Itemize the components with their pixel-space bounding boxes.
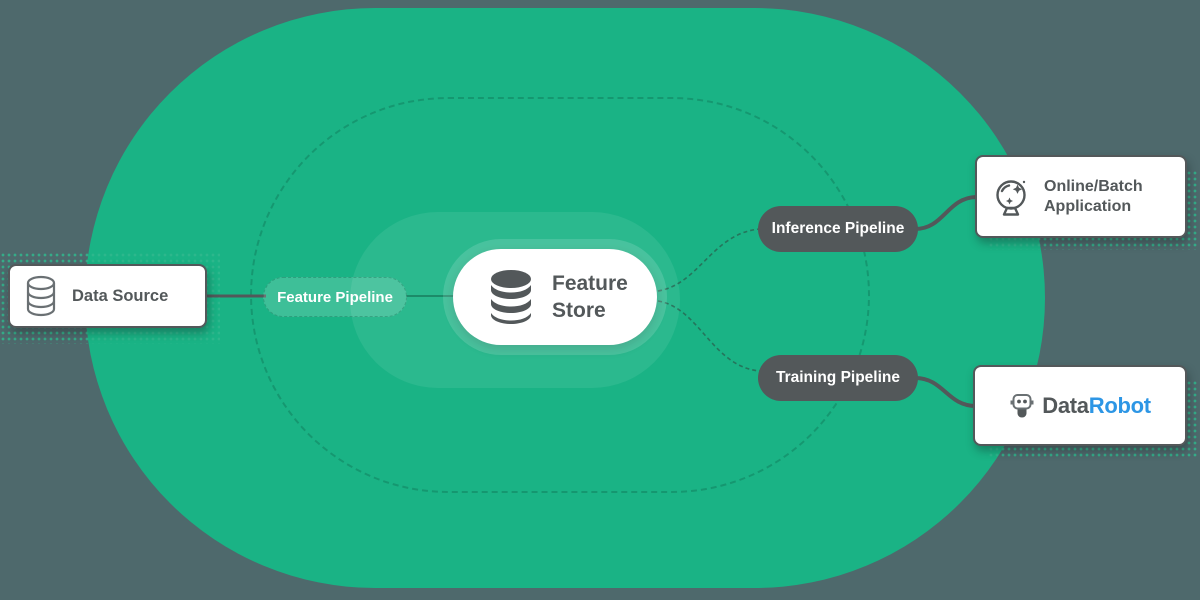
node-online-batch-application: Online/Batch Application — [975, 155, 1187, 238]
datarobot-logo-text: DataRobot — [1042, 393, 1151, 419]
datarobot-logo-robot: Robot — [1088, 392, 1151, 418]
data-source-label: Data Source — [72, 286, 169, 305]
online-batch-application-label: Online/Batch Application — [1044, 177, 1143, 215]
edge-training-datarobot — [913, 376, 978, 408]
inference-pipeline-label: Inference Pipeline — [771, 220, 905, 237]
database-icon — [491, 270, 531, 324]
edge-featurestore-inference — [657, 228, 761, 292]
node-training-pipeline: Training Pipeline — [758, 355, 918, 401]
node-feature-store: Feature Store — [453, 249, 657, 345]
training-pipeline-label: Training Pipeline — [775, 369, 901, 386]
node-feature-pipeline: Feature Pipeline — [263, 277, 407, 317]
database-outline-icon — [26, 275, 56, 317]
edge-featurestore-training — [657, 300, 761, 372]
crystal-ball-icon — [996, 179, 1026, 216]
feature-pipeline-label: Feature Pipeline — [277, 288, 393, 306]
edge-inference-onlinebatch — [913, 195, 978, 231]
datarobot-logo-data: Data — [1042, 392, 1089, 418]
node-inference-pipeline: Inference Pipeline — [758, 206, 918, 252]
node-data-source: Data Source — [8, 264, 207, 328]
node-datarobot: DataRobot — [973, 365, 1187, 446]
feature-store-label: Feature Store — [552, 271, 628, 322]
robot-icon — [1010, 393, 1034, 417]
